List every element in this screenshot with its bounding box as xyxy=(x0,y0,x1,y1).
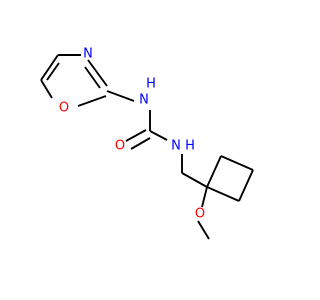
bond-c2-nh-upper xyxy=(106,90,135,102)
atom-carbonyl-o: O xyxy=(115,139,125,154)
atom-nh-lower: N xyxy=(171,139,181,154)
bond-quaternary-c-methoxy-o xyxy=(201,186,208,208)
bond-oxazole-c2-n3 xyxy=(87,59,108,87)
bond-cyclobutane-1 xyxy=(206,155,222,188)
bond-oxazole-c4-c5 xyxy=(40,54,59,81)
atom-ring-n: N xyxy=(83,47,93,62)
atom-nh-upper-h: H xyxy=(146,77,156,92)
atom-nh-lower-h: H xyxy=(185,139,195,154)
atom-nh-upper: N xyxy=(139,93,149,108)
bond-cyclobutane-2 xyxy=(220,155,254,171)
bond-oxazole-c4-c5-inner xyxy=(46,62,60,81)
bond-carbonyl-double-a xyxy=(125,129,147,142)
bond-carbonyl-c-nh-lower xyxy=(149,130,168,141)
bond-carbonyl-double-b xyxy=(130,137,151,150)
bond-cyclobutane-3 xyxy=(238,169,254,202)
bond-oxazole-c2-n3-inner xyxy=(84,66,101,89)
molecule-diagram: N O N H O N H O xyxy=(40,47,254,240)
atom-ring-o: O xyxy=(59,101,69,116)
bond-oxazole-c5-o1 xyxy=(40,79,53,99)
bond-cyclobutane-4 xyxy=(206,186,240,202)
bond-ch2-quaternary-c xyxy=(181,172,208,188)
bond-oxazole-o1-c2 xyxy=(77,95,107,107)
atom-methoxy-o: O xyxy=(195,207,205,222)
bond-methoxy-o-ch3 xyxy=(197,220,210,240)
